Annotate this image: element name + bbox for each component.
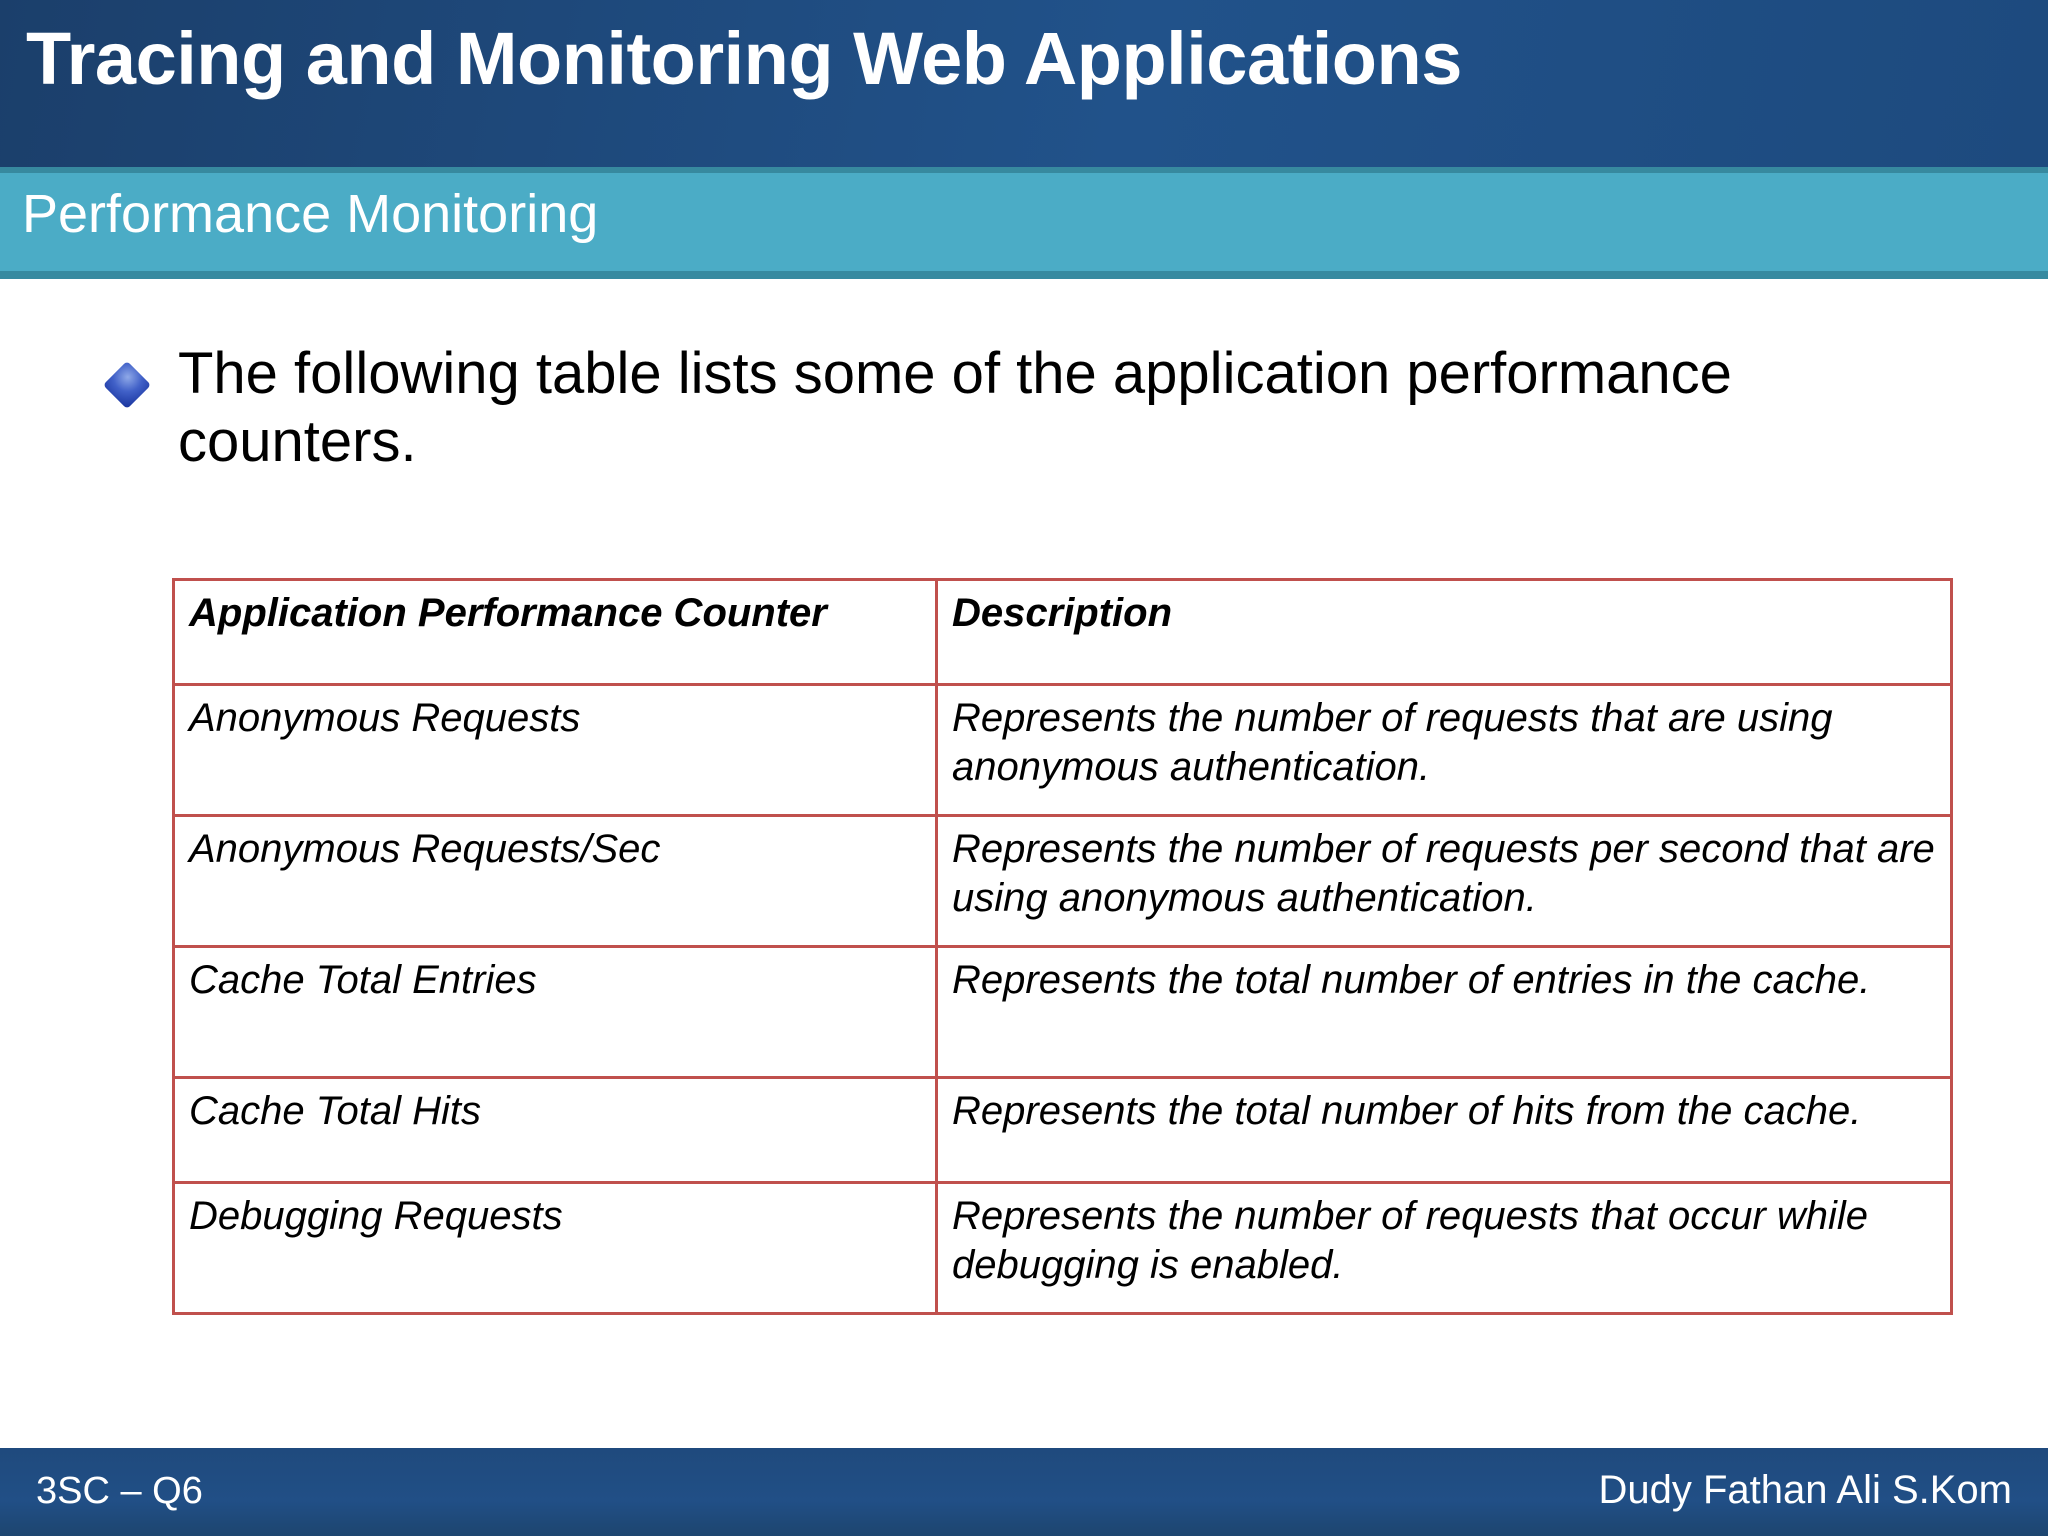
table-header-row: Application Performance Counter Descript… [172,578,1953,686]
performance-counters-table: Application Performance Counter Descript… [172,578,1953,1315]
cell-description: Represents the number of requests per se… [935,814,1953,948]
table-row: Cache Total Entries Represents the total… [172,945,1953,1079]
page-title: Tracing and Monitoring Web Applications [26,17,1462,100]
cell-counter: Cache Total Entries [172,945,938,1079]
slide-title-bar: Tracing and Monitoring Web Applications [0,0,2048,167]
slide-footer-bar: 3SC – Q6 Dudy Fathan Ali S.Kom [0,1448,2048,1536]
table-row: Anonymous Requests Represents the number… [172,683,1953,817]
cell-counter: Debugging Requests [172,1181,938,1315]
subtitle-label: Performance Monitoring [22,184,599,244]
table-row: Debugging Requests Represents the number… [172,1181,1953,1315]
footer-author: Dudy Fathan Ali S.Kom [1598,1468,2012,1512]
column-header-description: Description [935,578,1953,686]
table-row: Cache Total Hits Represents the total nu… [172,1076,1953,1184]
cell-description: Represents the number of requests that a… [935,683,1953,817]
blue-diamond-bullet-icon [102,360,152,410]
slide-subtitle-bar: Performance Monitoring [0,167,2048,279]
bullet-list-item: The following table lists some of the ap… [102,340,1940,477]
cell-description: Represents the total number of entries i… [935,945,1953,1079]
cell-counter: Anonymous Requests/Sec [172,814,938,948]
footer-course-code: 3SC – Q6 [36,1470,203,1512]
table-row: Anonymous Requests/Sec Represents the nu… [172,814,1953,948]
cell-counter: Cache Total Hits [172,1076,938,1184]
bullet-text: The following table lists some of the ap… [178,341,1732,475]
cell-description: Represents the number of requests that o… [935,1181,1953,1315]
cell-description: Represents the total number of hits from… [935,1076,1953,1184]
cell-counter: Anonymous Requests [172,683,938,817]
column-header-counter: Application Performance Counter [172,578,938,686]
